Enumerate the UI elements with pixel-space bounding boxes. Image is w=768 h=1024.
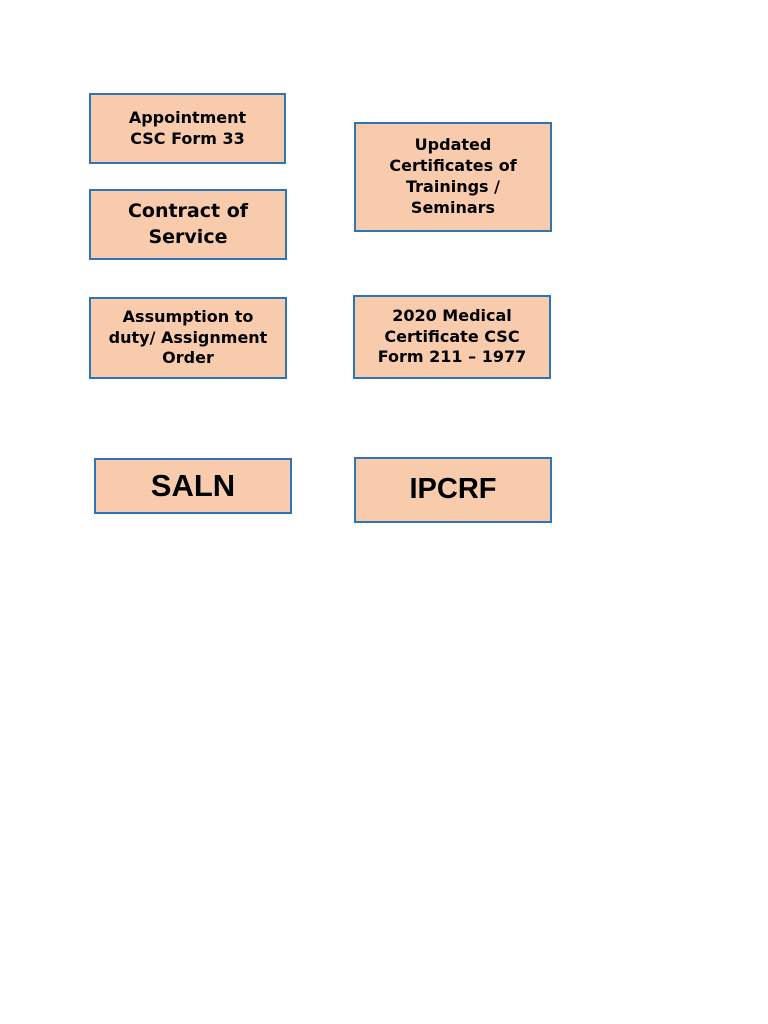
contract-of-service-box: Contract of Service — [89, 189, 287, 260]
updated-certificates-label: Updated Certificates of Trainings / Semi… — [389, 135, 517, 217]
medical-certificate-box: 2020 Medical Certificate CSC Form 211 – … — [353, 295, 551, 379]
ipcrf-label: IPCRF — [409, 473, 497, 506]
medical-certificate-label: 2020 Medical Certificate CSC Form 211 – … — [377, 305, 527, 367]
saln-box: SALN — [94, 458, 292, 514]
saln-label: SALN — [150, 467, 236, 503]
contract-label: Contract of Service — [127, 199, 249, 248]
appointment-csc-form-33-box: Appointment CSC Form 33 — [89, 93, 286, 164]
appointment-label: Appointment CSC Form 33 — [128, 107, 247, 148]
assumption-label: Assumption to duty/ Assignment Order — [108, 306, 268, 368]
assumption-to-duty-box: Assumption to duty/ Assignment Order — [89, 297, 287, 379]
ipcrf-box: IPCRF — [354, 457, 552, 523]
updated-certificates-box: Updated Certificates of Trainings / Semi… — [354, 122, 552, 232]
